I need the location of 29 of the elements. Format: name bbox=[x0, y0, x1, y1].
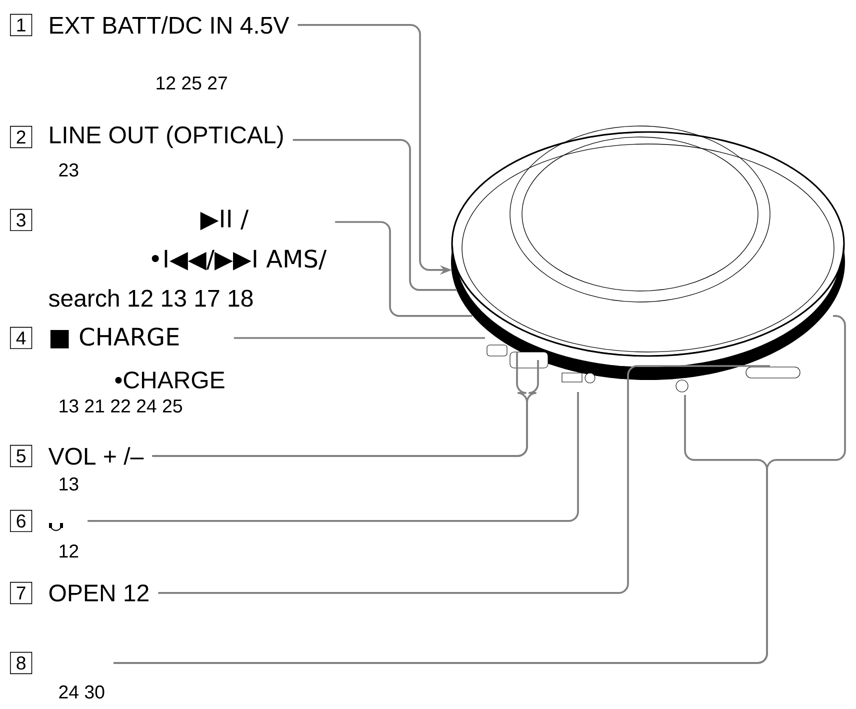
page-reference: 13 21 22 24 25 bbox=[60, 399, 182, 413]
callout-number: 5 bbox=[10, 444, 32, 468]
leader-line bbox=[114, 315, 846, 664]
part-label: ▶II / bbox=[200, 210, 249, 230]
page-reference: 24 30 bbox=[59, 685, 104, 699]
part-label: VOL + /– bbox=[48, 447, 144, 465]
callout-number: 8 bbox=[10, 652, 32, 674]
part-label: ■ CHARGE bbox=[50, 328, 179, 348]
part-label: search 12 13 17 18 bbox=[48, 289, 253, 307]
leader-line bbox=[158, 365, 770, 594]
part-label: •I◀◀/▶▶I AMS/ bbox=[152, 250, 327, 270]
page-reference: 12 bbox=[60, 544, 78, 558]
callout-number: 2 bbox=[10, 126, 32, 148]
callout-number: 4 bbox=[10, 326, 32, 350]
page-reference: 13 bbox=[60, 477, 78, 491]
part-label: •CHARGE bbox=[115, 371, 224, 388]
callout-number: 6 bbox=[10, 510, 32, 532]
page-reference: 23 bbox=[59, 163, 78, 177]
leader-line bbox=[335, 221, 472, 317]
leader-line bbox=[88, 392, 579, 522]
callout-number: 3 bbox=[10, 208, 32, 232]
leader-line bbox=[234, 337, 485, 339]
part-label: LINE OUT (OPTICAL) bbox=[50, 126, 283, 148]
page-reference: 12 25 27 bbox=[156, 76, 227, 90]
leader-line bbox=[292, 139, 457, 291]
callout-number: 7 bbox=[10, 582, 32, 604]
callout-number: 1 bbox=[10, 14, 32, 36]
part-label: EXT BATT/DC IN 4.5V bbox=[50, 16, 290, 34]
part-label: OPEN 12 bbox=[49, 584, 148, 602]
